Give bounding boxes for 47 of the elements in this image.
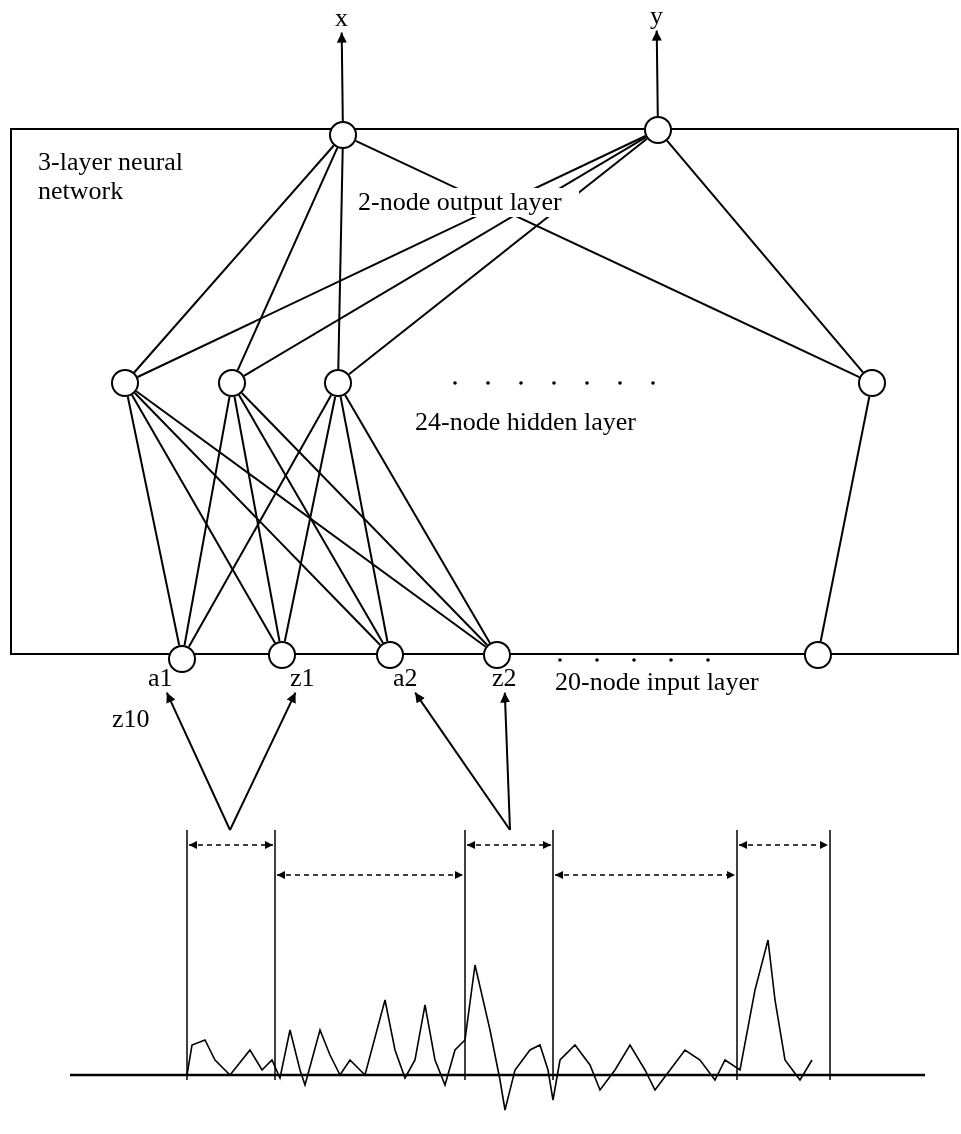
input-label: a2 <box>393 664 418 693</box>
layer-label: 24-node hidden layer <box>415 408 636 437</box>
connection-line <box>344 394 491 644</box>
connection-line <box>183 395 231 647</box>
connection-line <box>136 135 647 378</box>
connection-line <box>354 139 861 379</box>
box-title: 3-layer neural network <box>38 148 185 206</box>
connection-line <box>233 395 281 643</box>
neuron-circle <box>376 641 404 669</box>
neuron-circle <box>111 369 139 397</box>
connection-line <box>236 146 339 372</box>
arrow <box>500 691 511 831</box>
connection-line <box>135 390 487 648</box>
neuron-circle <box>644 116 672 144</box>
neuron-circle <box>268 641 296 669</box>
arrow <box>165 691 231 831</box>
connection-line <box>666 139 864 374</box>
connection-line <box>819 395 871 643</box>
neuron-circle <box>324 369 352 397</box>
input-label: z2 <box>492 664 517 693</box>
input-label: a1 <box>148 664 173 693</box>
neuron-circle <box>483 641 511 669</box>
output-label: y <box>650 2 663 31</box>
neuron-circle <box>858 369 886 397</box>
output-label: x <box>335 4 348 33</box>
connection-line <box>240 392 489 646</box>
input-label: z1 <box>290 664 315 693</box>
connection-line <box>283 395 337 643</box>
connection-line <box>348 137 648 376</box>
arrow <box>336 31 347 122</box>
neuron-circle <box>804 641 832 669</box>
layer-label: 20-node input layer <box>555 668 759 697</box>
connection-line <box>131 394 276 644</box>
arrow <box>229 691 297 831</box>
connection-line <box>337 148 344 370</box>
connection-line <box>238 394 384 644</box>
connection-line <box>187 394 333 648</box>
neuron-circle <box>218 369 246 397</box>
arrow <box>651 29 662 117</box>
connection-line <box>339 395 389 643</box>
neuron-circle <box>329 121 357 149</box>
connection-line <box>243 136 647 377</box>
connection-line <box>133 392 382 646</box>
connection-line <box>126 395 181 647</box>
input-label: z10 <box>112 705 150 734</box>
connection-line <box>133 144 335 374</box>
arrow <box>414 691 511 831</box>
